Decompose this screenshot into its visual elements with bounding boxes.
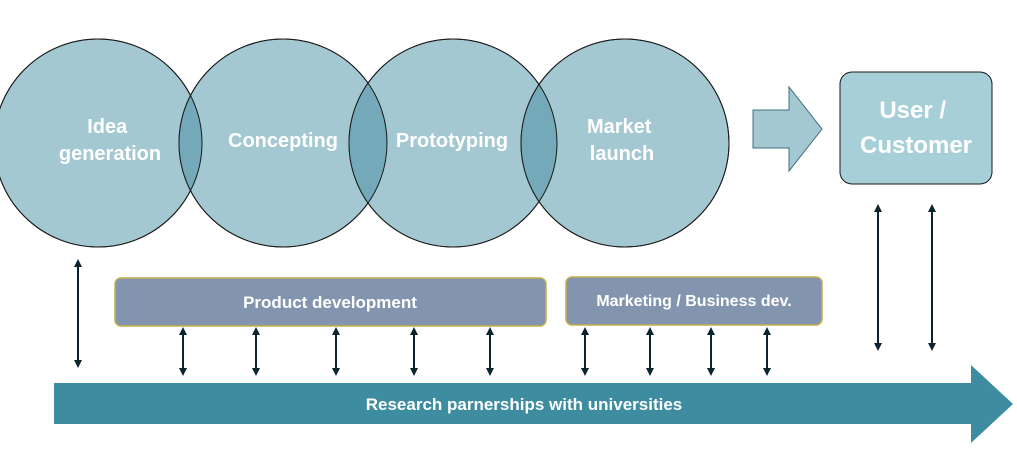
connector-arrows	[74, 204, 936, 376]
product-development-bar	[114, 277, 547, 327]
idea-generation-label: Idea generation	[59, 116, 161, 165]
product-development-label: Product development	[243, 293, 417, 312]
concepting-label: Concepting	[228, 130, 338, 152]
marketing-bar	[565, 276, 823, 326]
user-customer-label: User / Customer	[860, 97, 972, 159]
stage-circles	[0, 38, 730, 248]
user-customer-box	[839, 71, 993, 185]
research-arrow-label: Research parnerships with universities	[366, 395, 683, 414]
marketing-label: Marketing / Business dev.	[596, 293, 791, 310]
research-arrow	[54, 365, 1013, 443]
market-launch-label: Market launch	[587, 116, 657, 165]
to-customer-arrow	[752, 85, 823, 173]
prototyping-label: Prototyping	[396, 130, 508, 152]
